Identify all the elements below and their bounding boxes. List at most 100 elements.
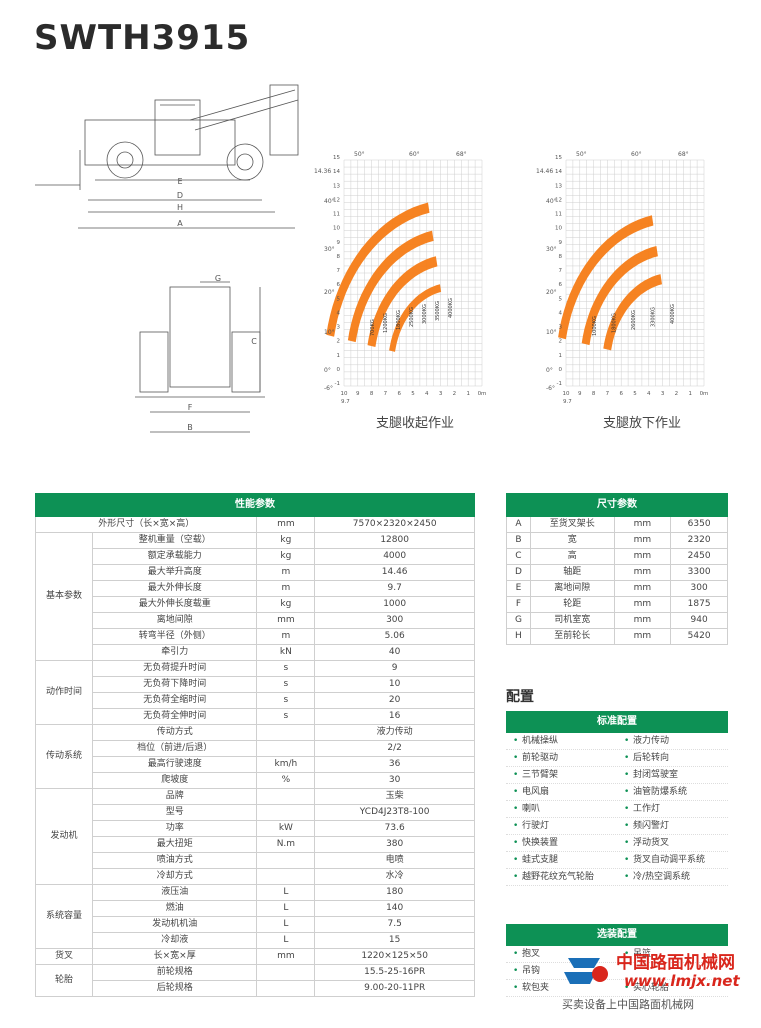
table-cell: 140: [314, 900, 475, 917]
optional-config-title: 选装配置: [506, 924, 728, 946]
table-cell: s: [256, 708, 316, 725]
table-cell: 最大外伸长度载重: [91, 596, 258, 613]
table-cell: 4000: [314, 548, 475, 565]
angle-label: 68°: [456, 151, 467, 158]
angle-label: 60°: [409, 151, 420, 158]
left-angle-label: -6°: [546, 385, 555, 392]
table-cell: 7.5: [314, 916, 475, 933]
table-cell: 16: [314, 708, 475, 725]
table-cell: mm: [613, 596, 672, 613]
x-tick-label: 1: [688, 391, 692, 397]
load-chart-2-caption: 支腿放下作业: [603, 416, 682, 431]
table-cell: 功率: [91, 820, 258, 837]
table-cell: 300: [670, 580, 728, 597]
config-item: 实心轮胎: [617, 980, 728, 996]
table-cell: 940: [670, 612, 728, 629]
load-label: 4000KG: [448, 298, 454, 318]
y-tick-label: 12: [333, 197, 340, 203]
table-cell: E: [506, 580, 531, 597]
table-cell: 至货叉架长: [529, 516, 615, 533]
y-tick-label: 11: [333, 212, 340, 218]
front-view-drawing: G C F B: [135, 274, 265, 433]
table-cell: [256, 804, 316, 821]
table-cell: 7570×2320×2450: [314, 516, 475, 533]
table-cell: 品牌: [91, 788, 258, 805]
front-label-g: G: [215, 274, 221, 283]
table-cell: [256, 852, 316, 869]
y-tick-label: 15: [333, 155, 340, 161]
load-label: 2600KG: [631, 310, 637, 330]
table-cell: 传动方式: [91, 724, 258, 741]
front-label-f: F: [188, 403, 193, 412]
angle-label: 68°: [678, 151, 689, 158]
table-cell: m: [256, 564, 316, 581]
table-cell: 玉柴: [314, 788, 475, 805]
x-tick-label: 8: [592, 391, 596, 397]
table-cell: mm: [256, 612, 316, 629]
config-item: 抱叉: [506, 946, 617, 962]
front-label-c: C: [251, 337, 257, 346]
table-cell: 液压油: [91, 884, 258, 901]
optional-config: 选装配置 抱叉吊篮吊钩软包夹实心轮胎: [506, 924, 728, 997]
list-item: 电风扇油管防爆系统: [506, 784, 728, 801]
table-cell: C: [506, 548, 531, 565]
dimension-table-title: 尺寸参数: [506, 493, 728, 517]
x-tick-label: 9: [578, 391, 582, 397]
table-cell: A: [506, 516, 531, 533]
table-cell: [256, 980, 316, 997]
y-tick-label: 13: [333, 183, 340, 189]
table-cell: 司机室宽: [529, 612, 615, 629]
table-cell: 牵引力: [91, 644, 258, 661]
table-cell: 36: [314, 756, 475, 773]
table-cell: mm: [613, 548, 672, 565]
list-item: 软包夹实心轮胎: [506, 980, 728, 997]
table-cell: 14.46: [314, 564, 475, 581]
standard-config-title: 标准配置: [506, 711, 728, 733]
table-cell: L: [256, 884, 316, 901]
table-cell: 长×宽×厚: [91, 948, 258, 965]
x-tick-label: 7: [384, 391, 388, 397]
table-cell: kg: [256, 548, 316, 565]
side-view-drawing: E D H A: [35, 84, 299, 229]
left-angle-label: 10°: [546, 329, 557, 336]
watermark: 中国路面机械网 www.lmjx.net 买卖设备上中国路面机械网: [560, 944, 760, 1024]
y-tick-label: 9: [337, 240, 341, 246]
table-cell: 型号: [91, 804, 258, 821]
y-tick-label: -1: [335, 381, 340, 387]
y-tick-label: 3: [337, 325, 341, 331]
table-cell: F: [506, 596, 531, 613]
table-cell: 爬坡度: [91, 772, 258, 789]
table-cell: 2450: [670, 548, 728, 565]
table-cell: kN: [256, 644, 316, 661]
y-tick-label: 10: [333, 226, 340, 232]
table-cell: 档位（前进/后退）: [91, 740, 258, 757]
table-cell: 外形尺寸（长×宽×高）: [34, 516, 258, 533]
x-tick-label: 2: [675, 391, 679, 397]
table-row: 爬坡度%30: [36, 772, 475, 789]
model-title: SWTH3915: [34, 18, 251, 58]
y-tick-label: 7: [559, 268, 563, 274]
config-item: 吊钩: [506, 963, 617, 979]
list-item: 越野花纹充气轮胎冷/热空调系统: [506, 869, 728, 886]
x-tick-label: 2: [453, 391, 457, 397]
table-cell: 液力传动: [314, 724, 475, 741]
config-item: 冷/热空调系统: [617, 869, 728, 885]
list-item: 行驶灯频闪警灯: [506, 818, 728, 835]
y-tick-label: 3: [559, 325, 563, 331]
x-tick-label: 10: [341, 391, 348, 397]
table-cell: 至前轮长: [529, 628, 615, 645]
table-cell: 2320: [670, 532, 728, 549]
table-cell: mm: [613, 516, 672, 533]
table-cell: N.m: [256, 836, 316, 853]
table-cell: 高: [529, 548, 615, 565]
